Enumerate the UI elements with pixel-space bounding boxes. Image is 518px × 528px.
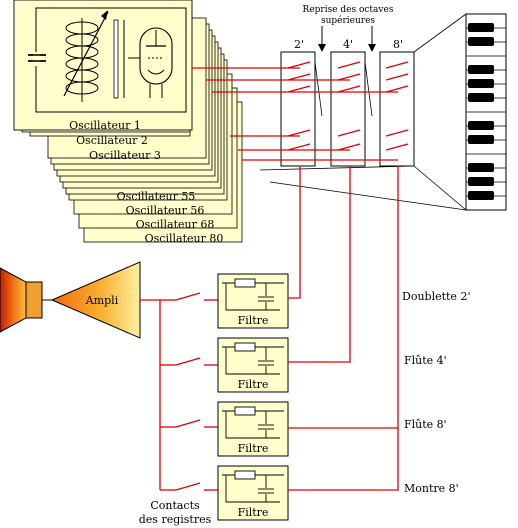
octave-reprise-title: Reprise des octaves [303, 5, 394, 15]
oscillator-1-schematic [28, 7, 187, 113]
vacuum-tube-icon [128, 27, 173, 98]
oscillator-label: Oscillateur 56 [126, 204, 205, 217]
filter-block: Filtre [217, 401, 289, 457]
capacitor-icon [28, 52, 46, 66]
oscillator-label: Oscillateur 55 [117, 190, 196, 203]
contacts-label: Contacts [150, 499, 200, 512]
register-label: Doublette 2' [402, 290, 470, 303]
register-label: Montre 8' [404, 482, 459, 495]
octave-box-label: 4' [343, 38, 353, 51]
filter-label: Filtre [238, 378, 269, 391]
octave-box-label: 2' [294, 38, 304, 51]
oscillator-stack: Oscillateur 1 Oscillateur 2 Oscillateur … [13, 0, 243, 245]
amplifier-triangle-icon: Ampli [50, 261, 141, 339]
oscillator-label: Oscillateur 2 [76, 134, 148, 147]
filter-label: Filtre [238, 442, 269, 455]
oscillator-label: Oscillateur 80 [145, 232, 224, 245]
output-bus [140, 299, 176, 491]
variable-coil-icon [63, 10, 109, 102]
register-contacts [175, 292, 218, 491]
octave-reprise-title-2: supérieures [321, 15, 375, 26]
down-arrow-icon [368, 26, 376, 52]
filter-block: Filtre [217, 273, 289, 329]
register-wires [288, 166, 399, 491]
filter-block: Filtre [217, 465, 289, 521]
filter-label: Filtre [238, 506, 269, 519]
filter-block: Filtre [217, 337, 289, 393]
contacts-label-2: des registres [139, 513, 212, 526]
filter-label: Filtre [238, 314, 269, 327]
loudspeaker-icon [0, 267, 43, 333]
register-label: Flûte 4' [404, 354, 447, 367]
oscillator-label: Oscillateur 68 [136, 218, 215, 231]
oscillator-label: Oscillateur 3 [89, 149, 161, 162]
key-contacts [287, 61, 409, 151]
oscillator-label: Oscillateur 1 [69, 119, 141, 132]
register-label: Flûte 8' [404, 418, 447, 431]
down-arrow-icon [318, 26, 326, 52]
octave-box-label: 8' [393, 38, 403, 51]
piano-keyboard-icon [465, 13, 507, 211]
amplifier-label: Ampli [85, 294, 119, 307]
